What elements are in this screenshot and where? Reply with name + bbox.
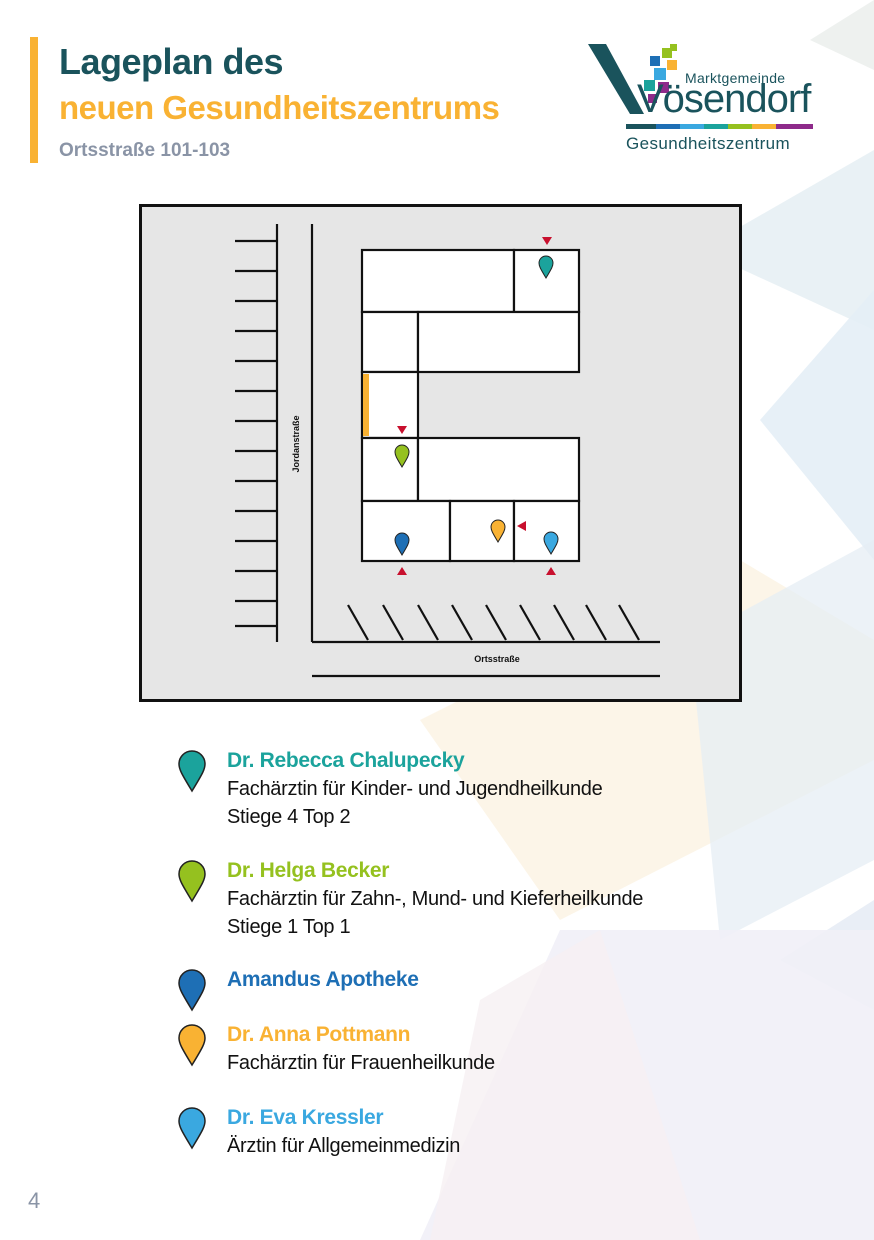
map-pin-pottmann-icon <box>490 519 506 543</box>
highlighted-building-edge <box>363 374 369 436</box>
building-complex <box>360 248 581 563</box>
pin-teal-icon <box>178 750 206 793</box>
pin-blue-icon <box>178 969 206 1012</box>
logo-mark-icon <box>588 44 813 129</box>
address-subtitle: Ortsstraße 101-103 <box>59 140 231 161</box>
pin-lightblue-icon <box>178 1107 206 1150</box>
legend-location: Stiege 4 Top 2 <box>227 806 351 828</box>
map-pin-chalupecky-icon <box>538 255 554 279</box>
pin-orange-icon <box>178 1024 206 1067</box>
title-accent-bar <box>30 37 38 163</box>
legend-description: Ärztin für Allgemeinmedizin <box>227 1135 461 1157</box>
map-pin-kressler-icon <box>543 531 559 555</box>
site-map: Jordanstraße Ortsstraße <box>139 204 742 702</box>
street-jordanstrasse <box>275 224 660 678</box>
entrance-markers <box>397 237 556 575</box>
legend-name: Dr. Helga Becker <box>227 859 390 882</box>
legend-description: Fachärztin für Frauenheilkunde <box>227 1052 495 1074</box>
page-title-line2: neuen Gesundheitszentrums <box>59 89 500 126</box>
site-map-drawing: Jordanstraße Ortsstraße <box>139 204 742 702</box>
pin-green-icon <box>178 860 206 903</box>
street-label-vertical: Jordanstraße <box>291 415 301 472</box>
legend-name: Amandus Apotheke <box>227 968 419 991</box>
legend-description: Fachärztin für Zahn-, Mund- und Kieferhe… <box>227 888 644 910</box>
legend-description: Fachärztin für Kinder- und Jugendheilkun… <box>227 778 603 800</box>
map-pin-becker-icon <box>394 444 410 468</box>
parking-spaces-vertical <box>235 239 277 628</box>
legend-name: Dr. Rebecca Chalupecky <box>227 749 465 772</box>
logo-subtitle: Gesundheitszentrum <box>626 134 791 153</box>
legend-name: Dr. Eva Kressler <box>227 1106 384 1129</box>
page-title-line1: Lageplan des <box>59 41 284 82</box>
logo-main-text: Vösendorf <box>637 77 811 121</box>
parking-spaces-horizontal <box>347 604 640 641</box>
logo: Marktgemeinde Vösendorf Gesundheitszentr… <box>588 42 820 157</box>
page-number: 4 <box>28 1188 41 1213</box>
map-pin-apotheke-icon <box>394 532 410 556</box>
street-label-horizontal: Ortsstraße <box>474 654 520 664</box>
legend-location: Stiege 1 Top 1 <box>227 916 351 938</box>
logo-small-text: Marktgemeinde <box>685 70 786 86</box>
legend-name: Dr. Anna Pottmann <box>227 1023 411 1046</box>
